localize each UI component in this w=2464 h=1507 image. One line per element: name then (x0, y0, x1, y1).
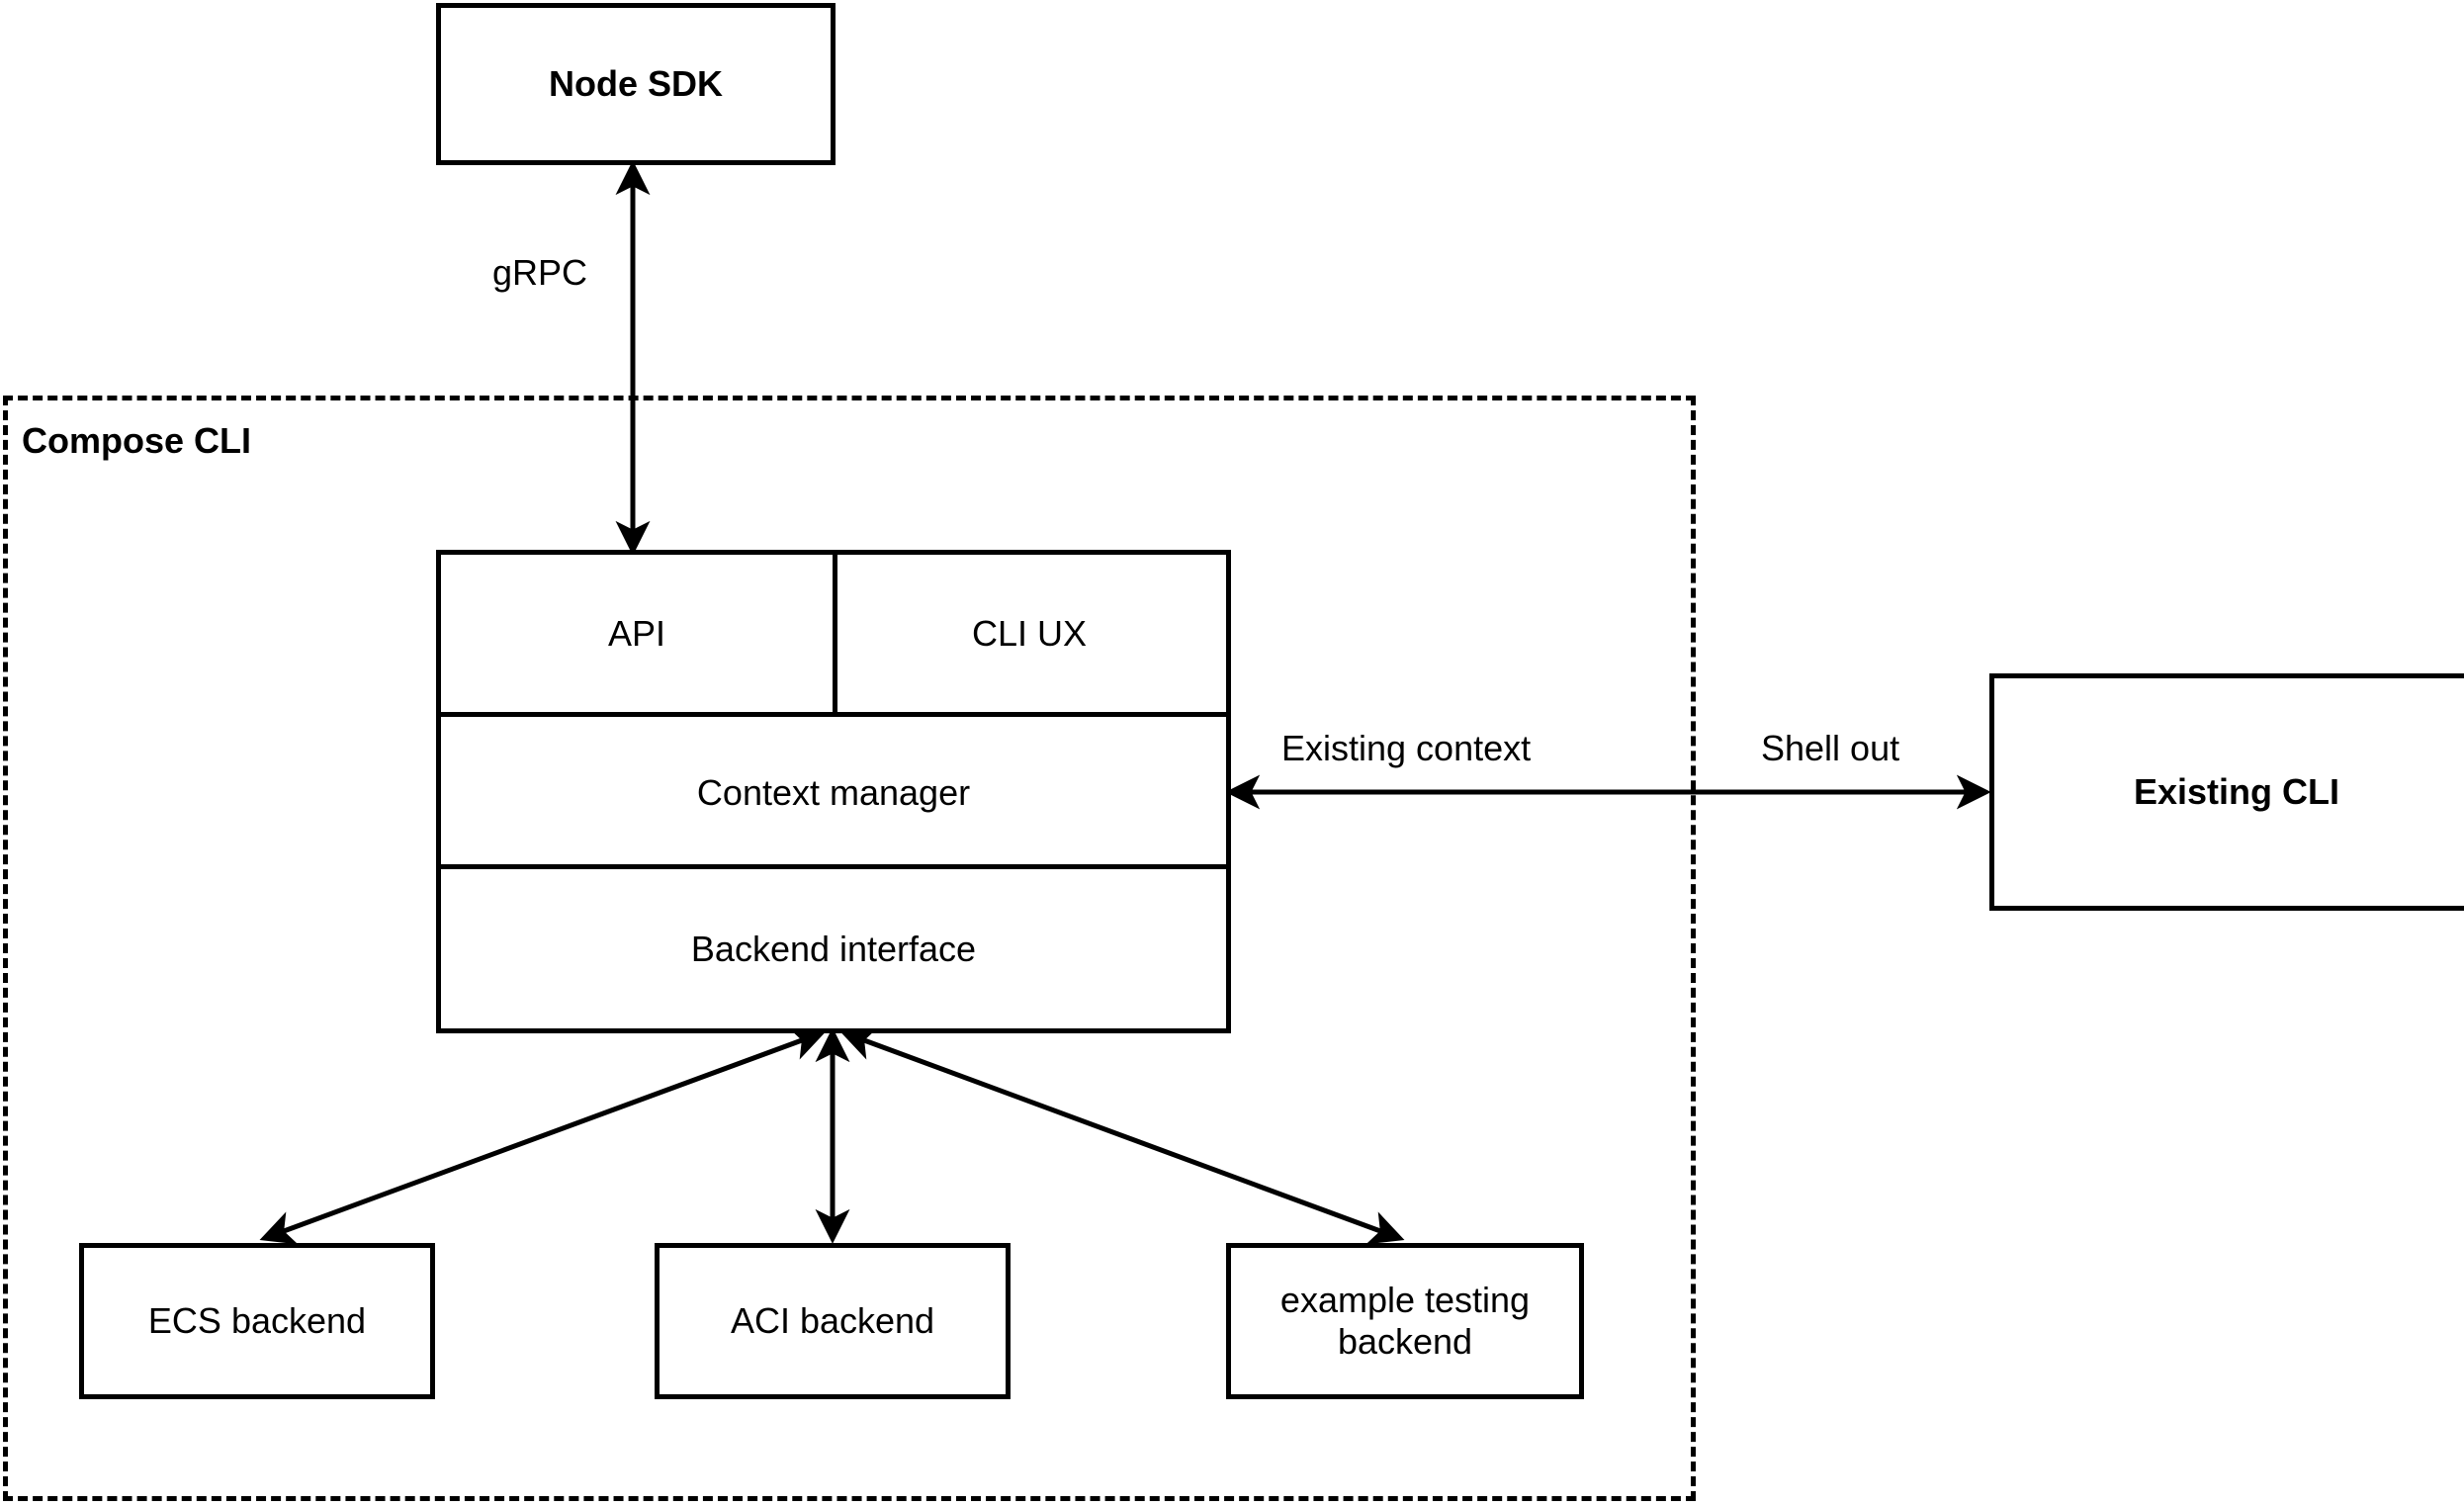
node-aci-backend[interactable]: ACI backend (655, 1243, 1011, 1399)
node-backend-interface[interactable]: Backend interface (441, 869, 1226, 1028)
node-api[interactable]: API (441, 555, 833, 712)
node-backend-interface-label: Backend interface (690, 928, 977, 969)
node-aci-backend-label: ACI backend (730, 1299, 935, 1341)
node-node-sdk-label: Node SDK (548, 62, 723, 104)
divider-api-cli-ux (833, 555, 837, 712)
divider-row-1 (441, 712, 1226, 717)
node-api-label: API (607, 612, 666, 654)
stack-row-backend-interface: Backend interface (441, 869, 1226, 1028)
edge-backend-ecs (259, 1026, 827, 1245)
group-compose-cli-title: Compose CLI (22, 420, 252, 461)
node-cli-ux-label: CLI UX (971, 612, 1088, 654)
node-context-manager[interactable]: Context manager (441, 717, 1226, 869)
divider-row-2 (441, 864, 1226, 869)
node-ecs-backend[interactable]: ECS backend (79, 1243, 435, 1399)
node-existing-cli[interactable]: Existing CLI (1989, 673, 2464, 911)
edge-label-existing-context: Existing context (1276, 728, 1538, 769)
central-stack: API CLI UX Context manager Backend inter… (436, 550, 1231, 1033)
node-existing-cli-label: Existing CLI (2133, 770, 2340, 812)
node-context-manager-label: Context manager (696, 772, 971, 813)
group-compose-cli (3, 396, 1696, 1501)
node-example-testing-backend-label: example testing backend (1279, 1279, 1531, 1362)
edge-label-grpc: gRPC (486, 252, 594, 294)
node-ecs-backend-label: ECS backend (147, 1299, 367, 1341)
edge-label-shell-out: Shell out (1755, 728, 1906, 769)
stack-row-context-manager: Context manager (441, 717, 1226, 869)
node-cli-ux[interactable]: CLI UX (833, 555, 1226, 712)
edge-backend-example (839, 1026, 1405, 1245)
node-example-testing-backend[interactable]: example testing backend (1226, 1243, 1584, 1399)
node-node-sdk[interactable]: Node SDK (436, 3, 836, 165)
